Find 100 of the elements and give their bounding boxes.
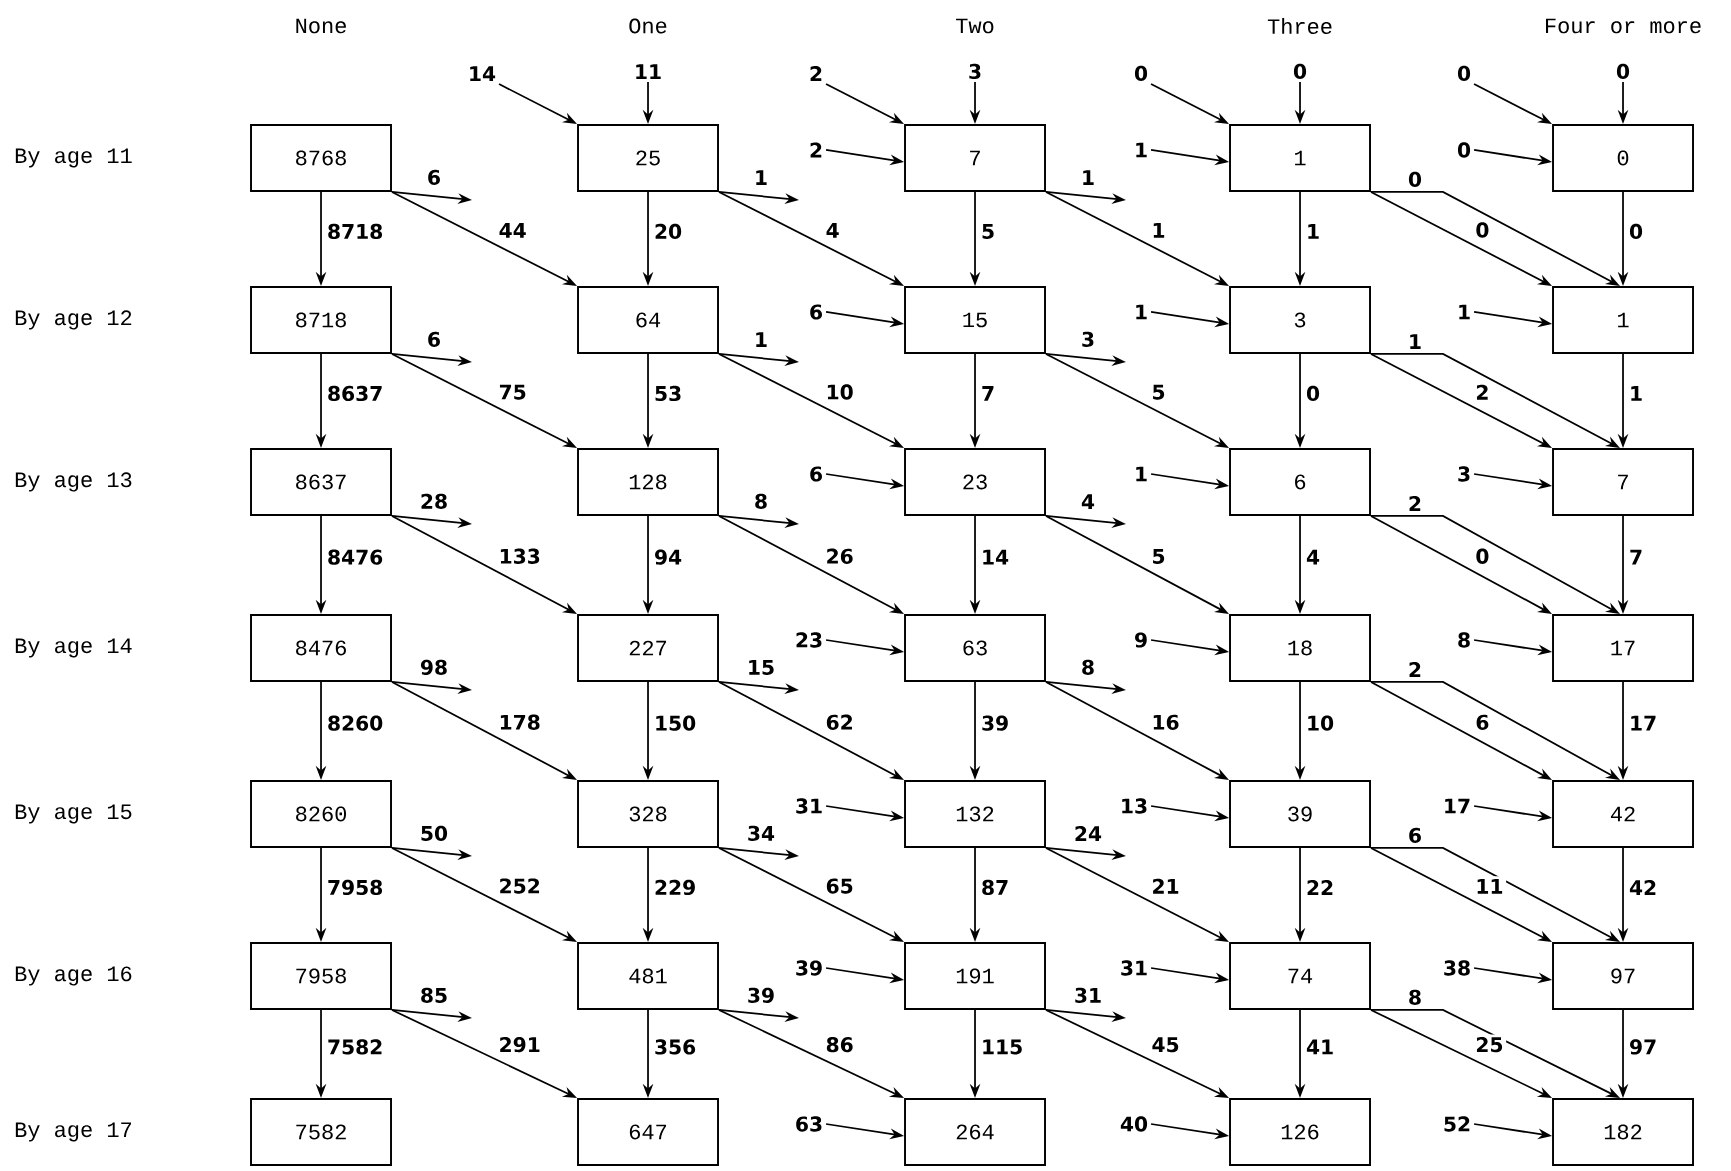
edge-label: 0	[1303, 383, 1323, 404]
edge-label: 0	[1613, 61, 1633, 82]
edge-label: 97	[1626, 1036, 1660, 1058]
edge-label: 2	[806, 139, 826, 161]
edge-label: 20	[651, 221, 685, 242]
edge-label: 150	[651, 712, 699, 734]
count-box: 1	[1552, 286, 1694, 354]
edge-label: 1	[1131, 140, 1151, 160]
edge-label: 0	[1472, 545, 1493, 567]
edge-label: 0	[1626, 221, 1646, 242]
edge-label: 3	[965, 61, 985, 82]
count-box: 17	[1552, 614, 1694, 682]
edge-label: 1	[1405, 331, 1425, 352]
count-box: 8637	[250, 448, 392, 516]
edge-label: 7	[978, 383, 998, 404]
edge-label: 4	[822, 220, 843, 241]
edge-label: 0	[1131, 63, 1151, 84]
count-box: 481	[577, 942, 719, 1010]
edge-label: 5	[978, 221, 998, 242]
edge-label: 23	[792, 629, 826, 651]
count-box: 647	[577, 1098, 719, 1166]
edge-label: 14	[465, 63, 499, 84]
edge-label: 1	[1454, 302, 1474, 322]
count-box: 8476	[250, 614, 392, 682]
edge-label: 7	[1626, 547, 1646, 568]
edge-label: 1	[751, 167, 771, 188]
count-box: 18	[1229, 614, 1371, 682]
column-heading: None	[296, 18, 346, 34]
column-heading: Four or more	[1546, 18, 1701, 34]
edge-label: 8	[1454, 629, 1474, 651]
edge-label: 86	[822, 1034, 857, 1055]
edge-label: 4	[1303, 547, 1323, 568]
edge-label: 229	[651, 877, 699, 898]
edge-label: 252	[495, 875, 544, 897]
edge-label: 16	[1148, 712, 1183, 733]
count-box: 42	[1552, 780, 1694, 848]
count-box: 7582	[250, 1098, 392, 1166]
count-box: 132	[904, 780, 1046, 848]
edge-label: 11	[631, 61, 665, 82]
edge-label: 40	[1117, 1113, 1151, 1135]
edge-label: 44	[495, 220, 530, 241]
edge-label: 8476	[324, 546, 386, 568]
edge-label: 75	[495, 382, 530, 403]
edge-label: 6	[424, 167, 444, 188]
edge-label: 94	[651, 546, 685, 568]
edge-label: 87	[978, 877, 1012, 898]
edge-label: 14	[978, 547, 1012, 568]
count-box: 8260	[250, 780, 392, 848]
row-label: By age 12	[15, 310, 132, 330]
count-box: 6	[1229, 448, 1371, 516]
row-label: By age 15	[15, 804, 132, 824]
edge-label: 8	[1078, 657, 1098, 678]
edge-label: 24	[1071, 823, 1105, 844]
count-box: 191	[904, 942, 1046, 1010]
edge-label: 39	[792, 957, 826, 979]
edge-label: 1	[1626, 383, 1646, 404]
edge-label: 8260	[324, 712, 386, 734]
edge-label: 31	[1071, 985, 1105, 1006]
edge-label: 10	[822, 381, 857, 403]
edge-label: 1	[1148, 220, 1169, 241]
count-box: 23	[904, 448, 1046, 516]
edge-label: 4	[1078, 491, 1098, 512]
edge-label: 178	[495, 711, 544, 733]
count-box: 64	[577, 286, 719, 354]
edge-label: 62	[822, 711, 857, 733]
edge-label: 34	[744, 823, 778, 844]
edge-label: 6	[1472, 712, 1493, 733]
count-box: 3	[1229, 286, 1371, 354]
count-box: 182	[1552, 1098, 1694, 1166]
count-box: 7	[904, 124, 1046, 192]
count-box: 15	[904, 286, 1046, 354]
edge-label: 0	[1454, 63, 1474, 84]
edge-label: 17	[1626, 713, 1660, 734]
row-label: By age 11	[15, 148, 132, 168]
edge-label: 3	[1078, 329, 1098, 350]
edge-label: 50	[417, 823, 451, 844]
edge-label: 31	[1117, 957, 1151, 979]
edge-label: 17	[1440, 796, 1474, 816]
edge-label: 356	[651, 1036, 699, 1058]
count-box: 63	[904, 614, 1046, 682]
edge-label: 0	[1454, 139, 1474, 161]
edge-label: 65	[822, 875, 857, 897]
edge-label: 85	[417, 985, 451, 1006]
edge-label: 115	[978, 1036, 1026, 1058]
edge-label: 8718	[324, 221, 386, 242]
edge-label: 8	[751, 491, 771, 512]
edge-label: 133	[495, 545, 544, 567]
row-label: By age 17	[15, 1122, 131, 1142]
edge-label: 5	[1148, 382, 1169, 403]
count-box: 39	[1229, 780, 1371, 848]
edge-label: 2	[1405, 659, 1425, 680]
edge-label: 26	[822, 545, 857, 567]
edge-label: 45	[1148, 1034, 1183, 1055]
count-box: 74	[1229, 942, 1371, 1010]
column-heading: One	[629, 18, 667, 34]
edge-label: 291	[495, 1034, 544, 1055]
count-box: 0	[1552, 124, 1694, 192]
edge-label: 6	[806, 301, 826, 323]
row-label: By age 14	[15, 638, 132, 658]
edge-label: 39	[978, 712, 1012, 734]
